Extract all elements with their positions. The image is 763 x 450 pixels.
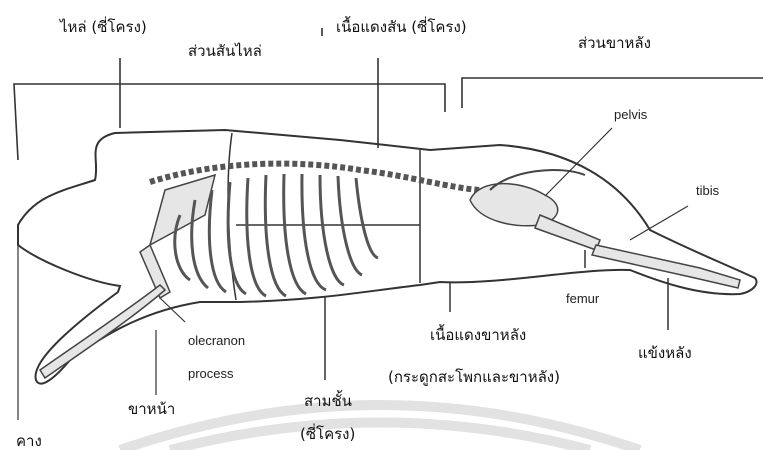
label-hind-shank: แข้งหลัง: [638, 346, 692, 361]
label-loin-rib: เนื้อแดงสัน (ซี่โครง): [336, 20, 467, 35]
label-femur: femur: [566, 292, 599, 305]
label-process: process: [188, 367, 234, 380]
watermark-arcs: [120, 405, 640, 450]
label-hind-lean: เนื้อแดงขาหลัง: [430, 328, 526, 343]
label-shoulder-loin: ส่วนสันไหล่: [188, 44, 262, 59]
hind-leg-bones: [470, 184, 740, 288]
fore-leg-bones: [40, 245, 170, 378]
label-hind-lean-note: (กระดูกสะโพกและขาหลัง): [388, 370, 560, 385]
label-hind-part: ส่วนขาหลัง: [578, 36, 651, 51]
label-olecranon: olecranon: [188, 334, 245, 347]
label-fore-leg: ขาหน้า: [128, 402, 175, 417]
label-jowl: คาง: [16, 434, 42, 449]
label-belly-note: (ซี่โครง): [300, 427, 355, 442]
label-tibis: tibis: [696, 184, 719, 197]
label-pelvis: pelvis: [614, 108, 647, 121]
label-shoulder-rib: ไหล่ (ซี่โครง): [60, 20, 147, 35]
scapula: [150, 175, 215, 245]
pointer-lines: [18, 128, 688, 420]
label-belly: สามชั้น: [304, 394, 352, 409]
